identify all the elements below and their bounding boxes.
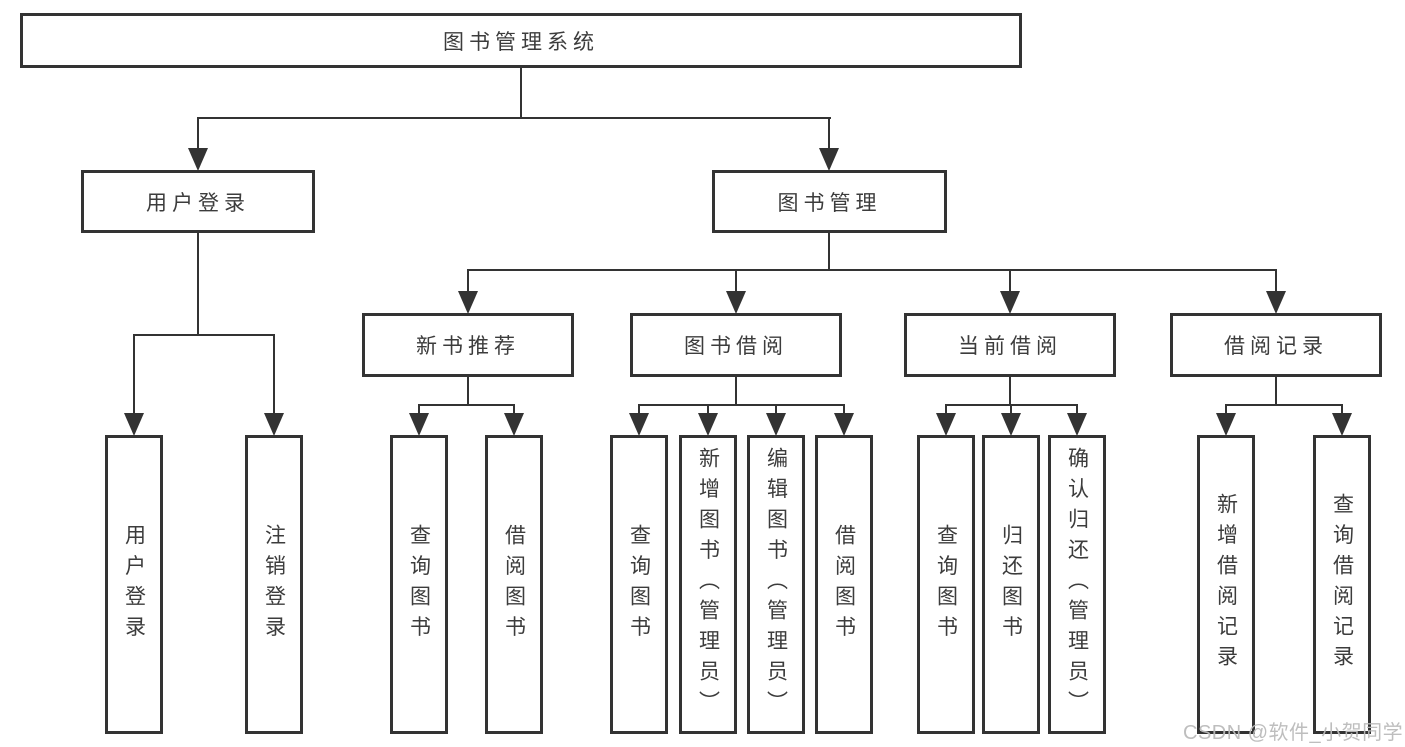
leaf-add-book-admin: 新增图书（管理员） <box>679 435 737 734</box>
arrow-down-icon <box>629 413 649 436</box>
connector-leaf-drop <box>418 404 420 416</box>
node-new-book-recommend: 新书推荐 <box>362 313 574 377</box>
leaf-confirm-return-admin: 确认归还（管理员） <box>1048 435 1106 734</box>
connector-level1-split <box>197 117 831 119</box>
node-library-management-system: 图书管理系统 <box>20 13 1022 68</box>
leaf-user-login: 用户登录 <box>105 435 163 734</box>
connector-leaf-drop <box>775 404 777 416</box>
leaf-edit-book-admin: 编辑图书（管理员） <box>747 435 805 734</box>
connector-new-book-stem <box>467 377 469 406</box>
connector-borrow-records-stem <box>1275 377 1277 406</box>
connector-level2-split <box>467 269 1277 271</box>
connector-borrow-records-split <box>1225 404 1343 406</box>
arrow-down-icon <box>1001 413 1021 436</box>
arrow-down-icon <box>834 413 854 436</box>
node-borrow-records: 借阅记录 <box>1170 313 1382 377</box>
leaf-query-books-1: 查询图书 <box>390 435 448 734</box>
connector-leaf-drop <box>1010 404 1012 416</box>
leaf-add-borrow-record: 新增借阅记录 <box>1197 435 1255 734</box>
leaf-logout: 注销登录 <box>245 435 303 734</box>
connector-book-management-stem <box>828 233 830 271</box>
connector-leaf-drop <box>638 404 640 416</box>
node-user-login: 用户登录 <box>81 170 315 233</box>
arrow-down-icon <box>819 148 839 171</box>
connector-new-book-split <box>418 404 515 406</box>
connector-user-login-stem <box>197 233 199 336</box>
connector-current-borrow-stem <box>1009 377 1011 406</box>
connector-user-login-drop <box>197 117 199 150</box>
connector-leaf-drop <box>133 334 135 416</box>
arrow-down-icon <box>504 413 524 436</box>
connector-book-management-drop <box>828 117 830 150</box>
connector-leaf-drop <box>707 404 709 416</box>
connector-leaf-drop <box>1076 404 1078 416</box>
arrow-down-icon <box>409 413 429 436</box>
arrow-down-icon <box>698 413 718 436</box>
arrow-down-icon <box>1266 291 1286 314</box>
arrow-down-icon <box>188 148 208 171</box>
connector-leaf-drop <box>273 334 275 416</box>
connector-root-stem <box>520 66 522 118</box>
connector-leaf-drop <box>1341 404 1343 416</box>
leaf-query-borrow-record: 查询借阅记录 <box>1313 435 1371 734</box>
arrow-down-icon <box>936 413 956 436</box>
connector-level2-drop <box>1275 269 1277 293</box>
connector-leaf-drop <box>1225 404 1227 416</box>
leaf-borrow-books-2: 借阅图书 <box>815 435 873 734</box>
node-book-management: 图书管理 <box>712 170 947 233</box>
connector-leaf-drop <box>513 404 515 416</box>
arrow-down-icon <box>1216 413 1236 436</box>
connector-book-borrow-split <box>638 404 845 406</box>
arrow-down-icon <box>1000 291 1020 314</box>
node-book-borrow: 图书借阅 <box>630 313 842 377</box>
connector-leaf-drop <box>945 404 947 416</box>
leaf-borrow-books-1: 借阅图书 <box>485 435 543 734</box>
node-current-borrow: 当前借阅 <box>904 313 1116 377</box>
leaf-return-book: 归还图书 <box>982 435 1040 734</box>
csdn-watermark: CSDN @软件_小贺同学 <box>1183 722 1404 744</box>
connector-level2-drop <box>735 269 737 293</box>
arrow-down-icon <box>766 413 786 436</box>
leaf-query-books-2: 查询图书 <box>610 435 668 734</box>
connector-leaf-drop <box>843 404 845 416</box>
connector-level2-drop <box>467 269 469 293</box>
arrow-down-icon <box>264 413 284 436</box>
connector-book-borrow-stem <box>735 377 737 406</box>
leaf-query-books-3: 查询图书 <box>917 435 975 734</box>
arrow-down-icon <box>1067 413 1087 436</box>
arrow-down-icon <box>726 291 746 314</box>
arrow-down-icon <box>124 413 144 436</box>
connector-level2-drop <box>1009 269 1011 293</box>
connector-user-login-split <box>133 334 275 336</box>
arrow-down-icon <box>1332 413 1352 436</box>
arrow-down-icon <box>458 291 478 314</box>
